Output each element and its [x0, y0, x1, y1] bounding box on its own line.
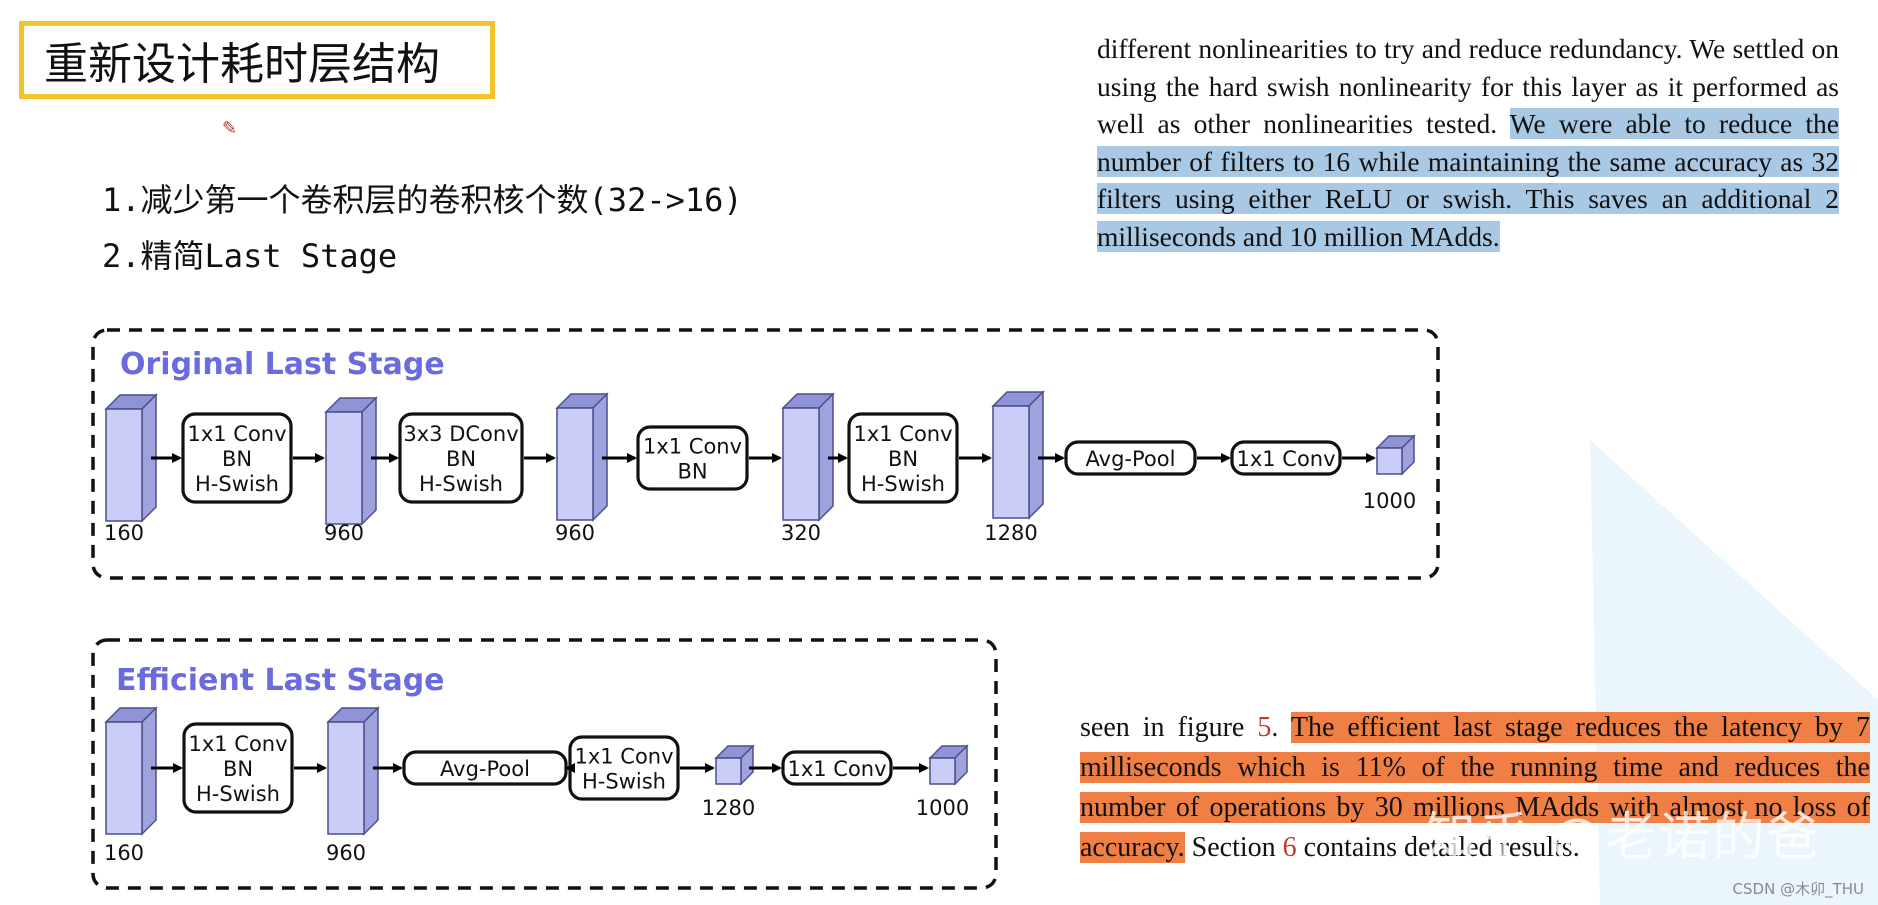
tensor-size-label: 960 [324, 521, 364, 545]
op-label: H-Swish [861, 472, 945, 496]
op-label: Avg-Pool [440, 757, 530, 781]
paper-excerpt-bottom: seen in figure 5. The efficient last sta… [1080, 708, 1871, 868]
op-label: 3x3 DConv [403, 422, 518, 446]
op-label: 1x1 Conv [187, 422, 286, 446]
figure-ref[interactable]: 5 [1257, 712, 1272, 743]
tensor-block-1000: 1000 [1363, 434, 1416, 513]
paper-excerpt-top: different nonlinearities to try and redu… [1097, 30, 1839, 255]
op-label: 1x1 Conv [1236, 447, 1335, 471]
op-label: BN [888, 447, 918, 471]
tensor-size-label: 320 [781, 521, 821, 545]
tensor-block-160: 160 [104, 706, 158, 865]
tensor-block-320: 320 [781, 392, 835, 545]
tensor-size-label: 960 [326, 841, 366, 865]
tensor-size-label: 1280 [702, 796, 755, 820]
original-stage-title: Original Last Stage [120, 347, 445, 382]
slide-point-1: 1.减少第一个卷积层的卷积核个数(32->16) [102, 181, 743, 219]
efficient-stage-frame [91, 638, 998, 890]
tensor-size-label: 1000 [1363, 489, 1416, 513]
tensor-block-960: 960 [324, 396, 378, 545]
op-label: H-Swish [419, 472, 503, 496]
slide-title: 重新设计耗时层结构 [44, 39, 440, 90]
slide-points: 1.减少第一个卷积层的卷积核个数(32->16) 2.精简Last Stage [102, 172, 743, 284]
tensor-size-label: 960 [555, 521, 595, 545]
op-label: BN [222, 447, 252, 471]
csdn-credit: CSDN @木卯_THU [1732, 880, 1864, 898]
op-label: H-Swish [582, 770, 666, 794]
paper-top-text: different nonlinearities to try and redu… [1097, 33, 1839, 139]
tensor-block-960: 960 [555, 392, 609, 545]
pen-icon: ✎ [222, 118, 238, 139]
paper-bottom-dot: . [1271, 712, 1291, 743]
op-label: 1x1 Conv [853, 422, 952, 446]
tensor-block-960: 960 [326, 706, 380, 865]
op-label: BN [446, 447, 476, 471]
section-ref[interactable]: 6 [1282, 832, 1297, 863]
op-label: Avg-Pool [1086, 447, 1176, 471]
op-label: BN [223, 757, 253, 781]
op-label: 1x1 Conv [787, 757, 886, 781]
op-box-5: Avg-Pool [1064, 440, 1197, 476]
efficient-stage-title: Efficient Last Stage [116, 663, 445, 698]
tensor-size-label: 1280 [984, 521, 1037, 545]
slide-title-box: 重新设计耗时层结构 [19, 21, 495, 99]
zhihu-watermark: 知乎 @老诺的爸 [1424, 808, 1821, 868]
slide-point-2: 2.精简Last Stage [102, 237, 398, 275]
tensor-block-160: 160 [104, 393, 158, 545]
paper-bottom-post: contains detailed results. [1296, 832, 1580, 863]
op-label: H-Swish [195, 472, 279, 496]
op-label: BN [677, 460, 707, 484]
op-box-2: Avg-Pool [402, 750, 568, 786]
tensor-block-1280: 1280 [984, 390, 1045, 545]
tensor-size-label: 160 [104, 841, 144, 865]
tensor-size-label: 160 [104, 521, 144, 545]
op-label: 1x1 Conv [643, 435, 742, 459]
tensor-block-1280: 1280 [702, 744, 755, 820]
tensor-block-1000: 1000 [916, 744, 969, 820]
tensor-size-label: 1000 [916, 796, 969, 820]
op-box-6: 1x1 Conv [1230, 440, 1342, 476]
efficient-last-stage-panel: Efficient Last Stage 160 960 1280 1000 1x1 C… [91, 638, 998, 890]
op-box-4: 1x1 Conv [781, 750, 893, 786]
op-label: H-Swish [196, 782, 280, 806]
paper-bottom-mid: Section [1184, 832, 1283, 863]
op-label: 1x1 Conv [574, 745, 673, 769]
op-label: 1x1 Conv [188, 732, 287, 756]
paper-bottom-pre: seen in figure [1080, 712, 1258, 743]
original-last-stage-panel: Original Last Stage 160 960 960 320 1280 1000… [91, 328, 1440, 580]
